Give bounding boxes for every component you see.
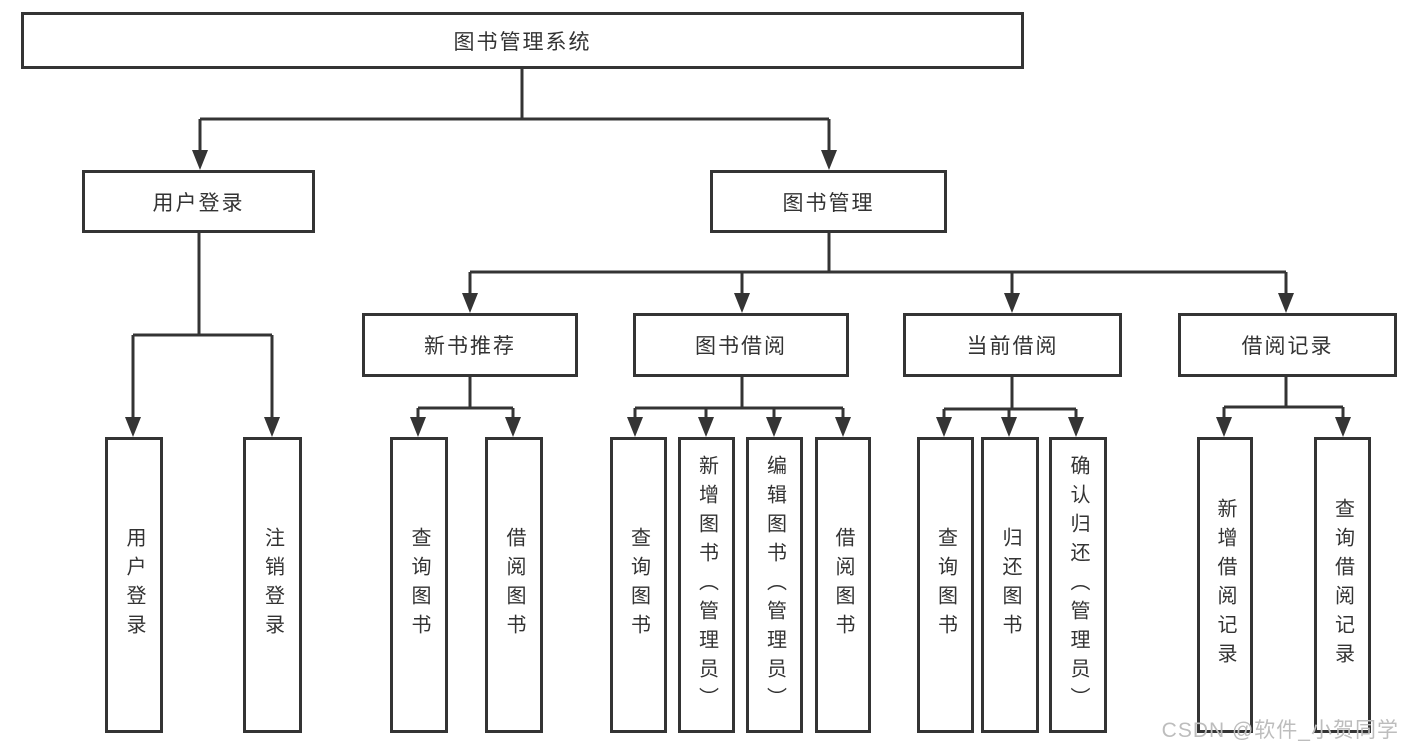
- node-borrow-books-leaf: 借阅图书: [815, 437, 871, 733]
- node-confirm-return-admin: 确认归还（管理员）: [1049, 437, 1107, 733]
- node-logout: 注销登录: [243, 437, 302, 733]
- node-new-book-recommend: 新书推荐: [362, 313, 578, 377]
- node-current-borrowing: 当前借阅: [903, 313, 1122, 377]
- node-return-books: 归还图书: [981, 437, 1039, 733]
- node-book-management: 图书管理: [710, 170, 947, 233]
- node-query-books-recommend: 查询图书: [390, 437, 448, 733]
- node-query-books-current: 查询图书: [917, 437, 974, 733]
- node-add-books-admin: 新增图书（管理员）: [678, 437, 735, 733]
- node-query-borrow-record: 查询借阅记录: [1314, 437, 1371, 733]
- node-borrowing-records: 借阅记录: [1178, 313, 1397, 377]
- watermark: CSDN @软件_小贺同学: [1161, 719, 1399, 742]
- node-edit-books-admin: 编辑图书（管理员）: [746, 437, 803, 733]
- node-user-login: 用户登录: [82, 170, 315, 233]
- node-user-login-leaf: 用户登录: [105, 437, 163, 733]
- node-library-system: 图书管理系统: [21, 12, 1024, 69]
- node-query-books-borrowing: 查询图书: [610, 437, 667, 733]
- node-add-borrow-record: 新增借阅记录: [1197, 437, 1253, 733]
- node-book-borrowing: 图书借阅: [633, 313, 849, 377]
- node-borrow-books-recommend: 借阅图书: [485, 437, 543, 733]
